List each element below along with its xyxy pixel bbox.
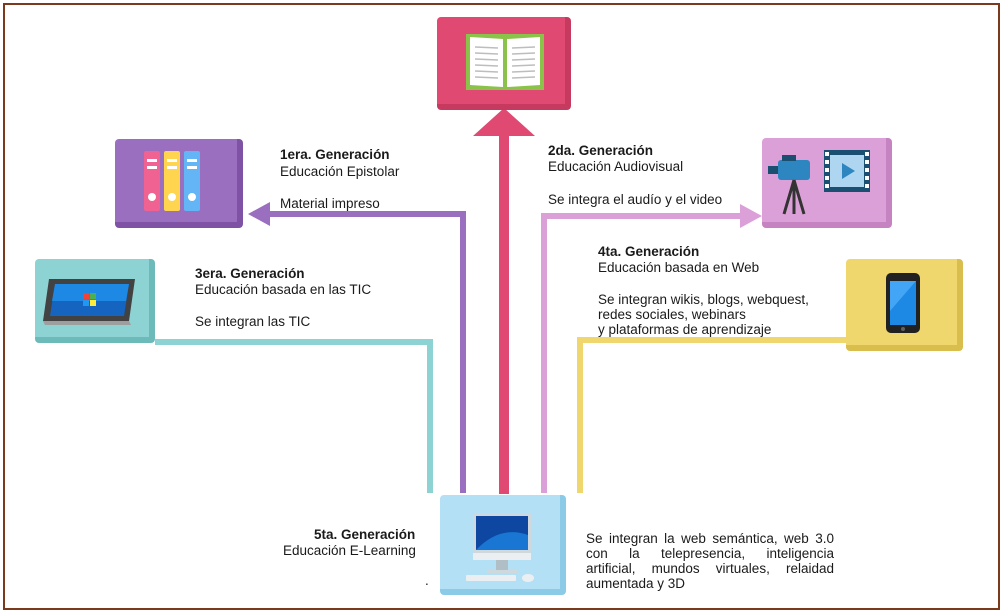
gen5-description: Se integran la web semántica, web 3.0 co… bbox=[586, 531, 834, 591]
gen1-connector bbox=[269, 211, 466, 493]
gen4-title: 4ta. Generación bbox=[598, 244, 700, 259]
gen4-description-line: y plataformas de aprendizaje bbox=[598, 322, 772, 337]
gen1-icon-box bbox=[115, 139, 243, 228]
tablet-icon bbox=[43, 279, 135, 325]
top-book-box bbox=[437, 17, 571, 110]
gen1-description: Material impreso bbox=[280, 196, 380, 211]
gen1-connector-tip bbox=[248, 202, 270, 226]
gen4-description-line: redes sociales, webinars bbox=[598, 307, 746, 322]
gen4-description-line: Se integran wikis, blogs, webquest, bbox=[598, 292, 809, 307]
gen2-title: 2da. Generación bbox=[548, 143, 654, 158]
video-camera-icon bbox=[768, 150, 870, 215]
gen5-title: 5ta. Generación bbox=[314, 527, 416, 542]
gen2-connector bbox=[541, 213, 742, 493]
central-arrow-shaft bbox=[499, 130, 509, 494]
gen3-icon-box bbox=[35, 259, 155, 343]
gen3-description: Se integran las TIC bbox=[195, 314, 311, 329]
smartphone-icon bbox=[886, 273, 920, 333]
gen1-subtitle: Educación Epistolar bbox=[280, 164, 400, 179]
desktop-computer-icon bbox=[466, 513, 534, 582]
gen2-icon-box bbox=[762, 138, 892, 228]
gen4-description: Se integran wikis, blogs, webquest, rede… bbox=[598, 292, 838, 337]
gen5-note: . bbox=[425, 573, 429, 588]
open-book-icon bbox=[466, 34, 544, 90]
binders-icon bbox=[144, 151, 200, 211]
gen1-title: 1era. Generación bbox=[280, 147, 390, 162]
gen5-icon-box bbox=[440, 495, 566, 595]
gen3-title: 3era. Generación bbox=[195, 266, 305, 281]
gen4-icon-box bbox=[846, 259, 963, 351]
gen2-description: Se integra el audío y el video bbox=[548, 192, 723, 207]
central-arrow-head bbox=[473, 108, 535, 136]
gen4-subtitle: Educación basada en Web bbox=[598, 260, 760, 275]
gen2-connector-tip bbox=[740, 204, 762, 228]
gen2-subtitle: Educación Audiovisual bbox=[548, 159, 684, 174]
gen4-connector bbox=[577, 337, 846, 493]
gen3-connector bbox=[155, 339, 433, 493]
gen3-subtitle: Educación basada en las TIC bbox=[195, 282, 372, 297]
gen5-subtitle: Educación E-Learning bbox=[283, 543, 416, 558]
